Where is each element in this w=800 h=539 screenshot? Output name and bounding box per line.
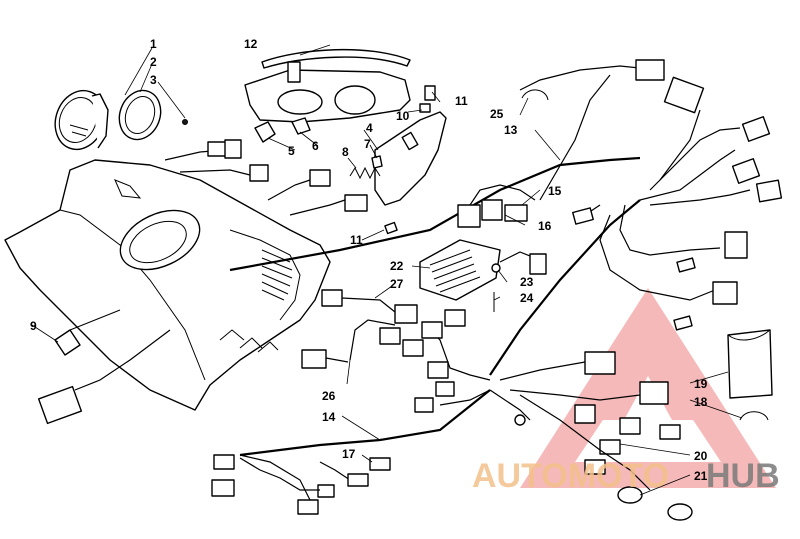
callout-14: 14 [322,410,336,424]
screw-icon [182,119,188,125]
sleeve-19 [727,329,773,399]
callout-2: 2 [150,55,157,69]
callout-20: 20 [694,449,708,463]
connector-cluster [499,351,693,521]
callout-1: 1 [150,37,157,51]
callout-9: 9 [30,319,37,333]
connector-7 [371,155,383,169]
callout-26: 26 [322,389,336,403]
weather-strip [261,48,411,69]
clamp-18 [739,411,769,421]
callout-7: 7 [364,137,371,151]
hood-cowl [4,159,331,411]
leader-lines [31,44,743,496]
watermark-part1: AUTOMOTO [472,457,669,495]
callout-18: 18 [694,395,708,409]
callout-8: 8 [342,145,349,159]
callout-12: 12 [244,37,258,51]
callout-22: 22 [390,259,404,273]
upper-harness [164,139,368,216]
callout-13: 13 [504,123,518,137]
watermark-text: AUTOMOTO HUB [472,457,780,495]
bulb [291,117,311,135]
side-shroud [374,111,447,206]
callout-24: 24 [520,291,534,305]
dash-panel [244,61,411,123]
callout-3: 3 [150,73,157,87]
main-harness [229,59,783,376]
callout-11-top: 11 [455,94,468,108]
relay-15-16 [457,184,536,228]
bolt-9 [54,309,121,356]
callout-10: 10 [396,109,410,123]
spring-8 [349,166,381,180]
callout-4: 4 [366,121,373,135]
callout-25: 25 [490,107,504,121]
callout-15: 15 [548,184,562,198]
callout-27: 27 [390,277,404,291]
lower-harness [211,309,531,515]
clip-25 [521,89,549,101]
bulb-socket [254,121,276,143]
regulator [419,239,501,301]
callout-6: 6 [312,139,319,153]
callout-19: 19 [694,377,708,391]
callout-23: 23 [520,275,534,289]
callout-11-bottom: 11 [350,233,363,247]
callout-labels: 1 2 3 4 5 6 7 8 9 10 11 11 12 13 14 15 1… [30,37,708,483]
connector-lower-left [37,329,171,425]
headlight-assembly [54,89,188,151]
watermark-part2: HUB [706,457,780,495]
connector-27 [321,289,418,324]
callout-16: 16 [538,219,552,233]
connector-icon [635,59,665,81]
callout-5: 5 [288,144,295,158]
callout-17: 17 [342,447,356,461]
callout-21: 21 [694,469,708,483]
